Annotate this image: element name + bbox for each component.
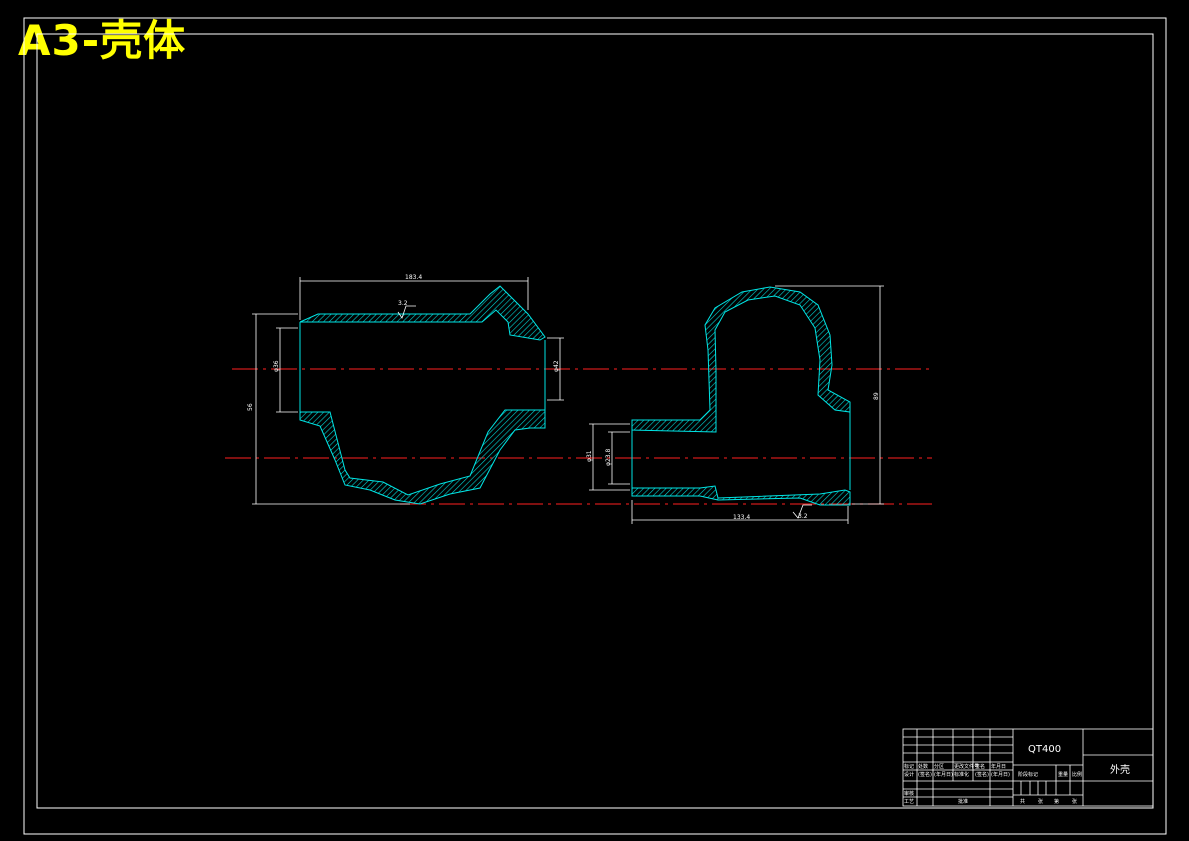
tb-row2-4: (签名) xyxy=(975,771,989,778)
sheet-border xyxy=(23,17,1167,835)
tb-row-label-4: 工艺 xyxy=(904,799,914,805)
left-view-outline xyxy=(299,321,546,412)
dim-height-right: 89 xyxy=(873,392,880,400)
tb-sheet-1: 共 xyxy=(1020,798,1025,805)
tb-stage-1: 阶段标记 xyxy=(1018,771,1038,778)
left-view-dimensions xyxy=(252,277,564,505)
dim-top-left: 183.4 xyxy=(405,274,422,281)
right-view-outline xyxy=(631,412,851,490)
tb-row2-2: (年月日) xyxy=(934,771,953,778)
dim-bore-outer: φ31 xyxy=(586,450,593,462)
dim-left-outer: 56 xyxy=(247,403,254,411)
tb-row2-1: (签名) xyxy=(918,771,932,778)
tb-part-name: 外壳 xyxy=(1110,763,1130,776)
tb-stage-2: 重量 xyxy=(1058,771,1068,778)
tb-header-4: 签名 xyxy=(975,763,985,770)
tb-row2-3: 标准化 xyxy=(954,771,969,778)
dim-left-inner: φ36 xyxy=(273,360,280,372)
tb-sheet-3: 第 xyxy=(1054,798,1059,805)
left-view-dim-text: 183.4 3.2 56 φ36 φ42 xyxy=(247,274,560,411)
tb-header-5: 年月日 xyxy=(991,763,1006,770)
left-view: 183.4 3.2 56 φ36 φ42 xyxy=(247,274,564,505)
tb-row-label-1: 标记 xyxy=(904,763,914,770)
tb-sheet-2: 张 xyxy=(1038,798,1043,805)
roughness-left: 3.2 xyxy=(398,300,408,307)
dim-length-right: 133.4 xyxy=(733,514,750,521)
dim-bore-inner: φ23.8 xyxy=(605,449,612,467)
tb-material: QT400 xyxy=(1028,744,1061,755)
tb-stage-3: 比例 xyxy=(1072,771,1082,778)
title-block: 标记 设计 审核 工艺 处数 分区 更改文件号 签名 年月日 (签名) (年月日… xyxy=(902,728,1154,807)
tb-header-3: 更改文件号 xyxy=(954,763,979,770)
tb-approve: 批准 xyxy=(958,798,968,805)
tb-row-label-2: 设计 xyxy=(904,771,914,778)
tb-header-1: 处数 xyxy=(918,763,928,770)
tb-header-2: 分区 xyxy=(934,763,944,770)
dim-right-bore: φ42 xyxy=(553,360,560,372)
right-view: 89 133.4 φ31 φ23.8 3.2 xyxy=(586,285,884,524)
roughness-right: 3.2 xyxy=(798,513,808,520)
right-view-dim-text: 89 133.4 φ31 φ23.8 3.2 xyxy=(586,392,880,521)
left-view-hatching xyxy=(299,285,546,505)
tb-row2-5: (年月日) xyxy=(991,771,1010,778)
right-view-dimensions xyxy=(589,285,884,524)
tb-sheet-4: 张 xyxy=(1072,798,1077,805)
tb-row-label-3: 审核 xyxy=(904,790,914,797)
right-view-hatching xyxy=(631,286,851,506)
sheet-title: A3-壳体 xyxy=(18,16,187,65)
